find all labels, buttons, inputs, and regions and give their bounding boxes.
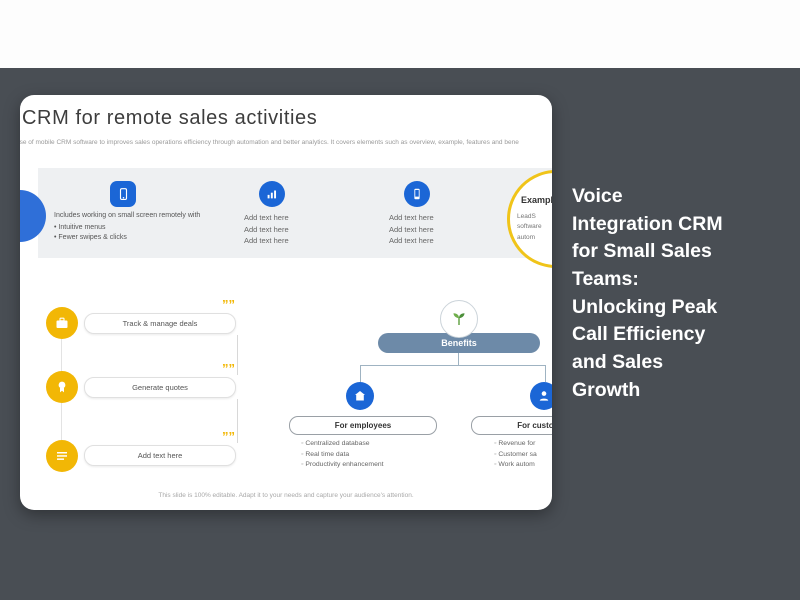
step-pill: Add text here xyxy=(84,445,236,466)
example-title: Example xyxy=(521,195,552,205)
example-line: software xyxy=(517,223,542,231)
feature-1-text: Includes working on small screen remotel… xyxy=(54,211,208,243)
tree-line xyxy=(360,366,361,382)
slide-title: CRM for remote sales activities xyxy=(22,107,318,129)
step-pill: Track & manage deals xyxy=(84,313,236,334)
group-item: Work autom xyxy=(494,460,552,471)
add-text-line: Add text here xyxy=(244,224,289,234)
feature-2-text: Add text here Add text here Add text her… xyxy=(244,212,289,247)
tree-line xyxy=(458,353,459,365)
deal-icon xyxy=(46,307,78,339)
example-line: autom xyxy=(517,233,536,241)
headline-line: Teams: xyxy=(572,268,639,291)
feature-3-text: Add text here Add text here Add text her… xyxy=(389,212,434,247)
group-item: Productivity enhancement xyxy=(301,460,383,471)
slide-thumbnail[interactable]: CRM for remote sales activities use of m… xyxy=(20,95,552,510)
group-pill-employees: For employees xyxy=(289,416,437,435)
headline-line: Voice xyxy=(572,185,623,207)
group-item: Centralized database xyxy=(301,439,384,450)
mobile-icon xyxy=(110,181,136,207)
tree-line xyxy=(545,366,546,382)
feature-heading: Includes working on small screen remotel… xyxy=(54,212,201,219)
step-connector-line xyxy=(237,335,238,375)
quote-icon: ”” xyxy=(222,297,235,312)
add-text-line: Add text here xyxy=(389,224,434,234)
group-item: Customer sa xyxy=(494,450,552,461)
headline-line: Growth xyxy=(572,378,641,401)
add-text-line: Add text here xyxy=(244,236,289,246)
step-pill: Generate quotes xyxy=(84,377,236,398)
employees-benefit-list: Centralized database Real time data Prod… xyxy=(301,439,384,471)
headline-line: for Small Sales xyxy=(572,240,712,263)
employees-icon xyxy=(346,382,374,410)
headline-line: and Sales xyxy=(572,351,664,374)
badge-icon xyxy=(46,371,78,403)
quote-icon: ”” xyxy=(222,429,235,444)
quote-icon: ”” xyxy=(222,361,235,376)
add-text-line: Add text here xyxy=(244,213,289,222)
slide-subtitle: use of mobile CRM software to improves s… xyxy=(20,139,519,146)
group-item: Real time data xyxy=(301,450,384,461)
add-text-line: Add text here xyxy=(389,236,434,246)
customers-icon xyxy=(530,382,552,410)
slide-footer: This slide is 100% editable. Adapt it to… xyxy=(158,492,414,499)
page-title: Voice Integration CRM for Small Sales Te… xyxy=(572,183,792,405)
step-connector-line xyxy=(237,399,238,443)
benefits-pill: Benefits xyxy=(378,333,540,353)
tree-line xyxy=(360,365,546,366)
feature-bullet: Intuitive menus xyxy=(54,223,208,233)
text-lines-icon xyxy=(46,440,78,472)
analytics-icon xyxy=(259,181,285,207)
sprout-icon xyxy=(440,300,478,338)
example-text: LeadS software autom xyxy=(517,212,542,243)
group-item: Revenue for xyxy=(494,439,552,450)
headline-line: Integration CRM xyxy=(572,212,723,235)
group-pill-customers: For customers xyxy=(471,416,552,435)
customers-benefit-list: Revenue for Customer sa Work autom xyxy=(494,439,552,471)
headline-line: Unlocking Peak xyxy=(572,295,718,318)
add-text-line: Add text here xyxy=(389,213,434,222)
feature-bullet: Fewer swipes & clicks xyxy=(54,233,208,243)
device-icon xyxy=(404,181,430,207)
example-line: LeadS xyxy=(517,213,536,220)
headline-line: Call Efficiency xyxy=(572,323,706,346)
top-strip xyxy=(0,0,800,68)
